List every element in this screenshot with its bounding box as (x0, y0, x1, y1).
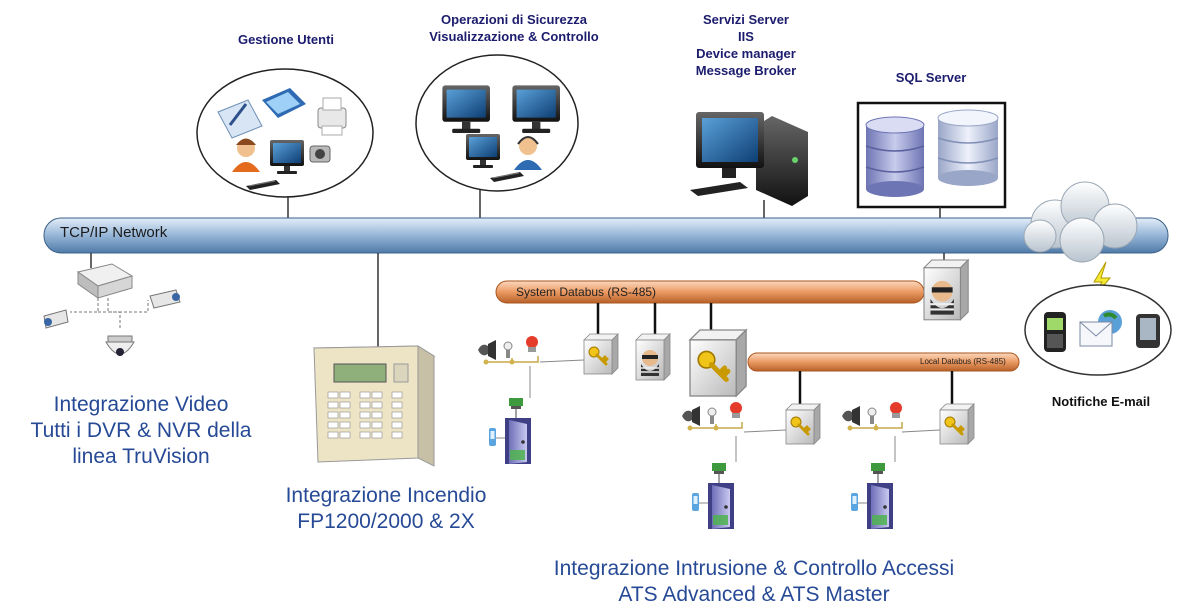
gestione-utenti-label: Gestione Utenti (237, 32, 335, 47)
sql-server-group (856, 101, 1007, 218)
video-group (43, 253, 181, 356)
servizi-line-1: Servizi Server (702, 12, 789, 27)
sql-server-label: SQL Server (895, 70, 967, 85)
dome-camera-icon (105, 335, 135, 356)
system-databus-label: System Databus (RS-485) (516, 285, 657, 299)
video-line-2: Tutti i DVR & NVR della (30, 419, 252, 442)
incendio-line-1: Integrazione Incendio (285, 484, 487, 507)
servizi-line-2: IIS (738, 29, 754, 44)
database-icon (865, 116, 925, 197)
operazioni-line-2: Visualizzazione & Controllo (429, 29, 599, 44)
intruder-icon (635, 333, 671, 381)
pen-tablet-icon (217, 99, 263, 139)
dvr-icon (76, 263, 134, 299)
server-group (690, 112, 808, 218)
intrusione-line-1: Integrazione Intrusione & Controllo Acce… (553, 557, 955, 580)
incendio-group (312, 253, 436, 467)
cloud-icon (1023, 181, 1138, 263)
local-databus-bar (747, 352, 1020, 404)
local-databus-label: Local Databus (RS-485) (920, 357, 1006, 366)
notifiche-group (1024, 284, 1172, 376)
gestione-utenti-group (196, 68, 374, 218)
sensors-left (477, 335, 539, 366)
servizi-label: Servizi Server IIS Device manager Messag… (664, 11, 828, 79)
video-label: Integrazione Video Tutti i DVR & NVR del… (0, 392, 282, 470)
tcp-ip-network-label: TCP/IP Network (60, 224, 168, 241)
pda-icon (1136, 314, 1160, 348)
notifiche-label: Notifiche E-mail (1051, 394, 1151, 409)
control-panel-icon (784, 402, 822, 446)
operazioni-group (415, 54, 579, 218)
fire-panel-icon (312, 345, 436, 467)
intrusione-line-2: ATS Advanced & ATS Master (618, 583, 890, 606)
tcp-ip-network-bar (43, 217, 1169, 254)
sensors-right (841, 401, 903, 432)
servizi-line-3: Device manager (696, 46, 796, 61)
cctv-camera-icon (149, 289, 181, 309)
video-line-1: Integrazione Video (53, 393, 229, 416)
user-icon (232, 138, 260, 172)
operator-headset-icon (514, 136, 542, 170)
server-tower-icon (690, 112, 808, 206)
incendio-label: Integrazione Incendio FP1200/2000 & 2X (258, 483, 514, 535)
control-panel-icon (690, 330, 746, 396)
printer-icon (317, 97, 347, 136)
video-line-3: linea TruVision (72, 445, 210, 468)
email-icon (1079, 310, 1122, 347)
scanner-icon (262, 88, 306, 118)
camera-icon (309, 145, 331, 163)
cctv-camera-icon (43, 309, 69, 329)
door-left (488, 397, 532, 465)
operazioni-label: Operazioni di Sicurezza Visualizzazione … (394, 11, 634, 45)
door-right (850, 462, 894, 530)
door-mid (691, 462, 735, 530)
sensors-mid (681, 401, 743, 432)
control-panel-icon (938, 402, 976, 446)
intruder-icon (922, 258, 970, 321)
mobile-phone-icon (1044, 312, 1066, 352)
database-icon (937, 109, 999, 186)
incendio-line-2: FP1200/2000 & 2X (297, 510, 475, 533)
servizi-line-4: Message Broker (695, 63, 797, 78)
control-panel-icon (582, 332, 620, 376)
operazioni-line-1: Operazioni di Sicurezza (441, 12, 587, 27)
intrusione-label: Integrazione Intrusione & Controllo Acce… (498, 556, 1010, 608)
